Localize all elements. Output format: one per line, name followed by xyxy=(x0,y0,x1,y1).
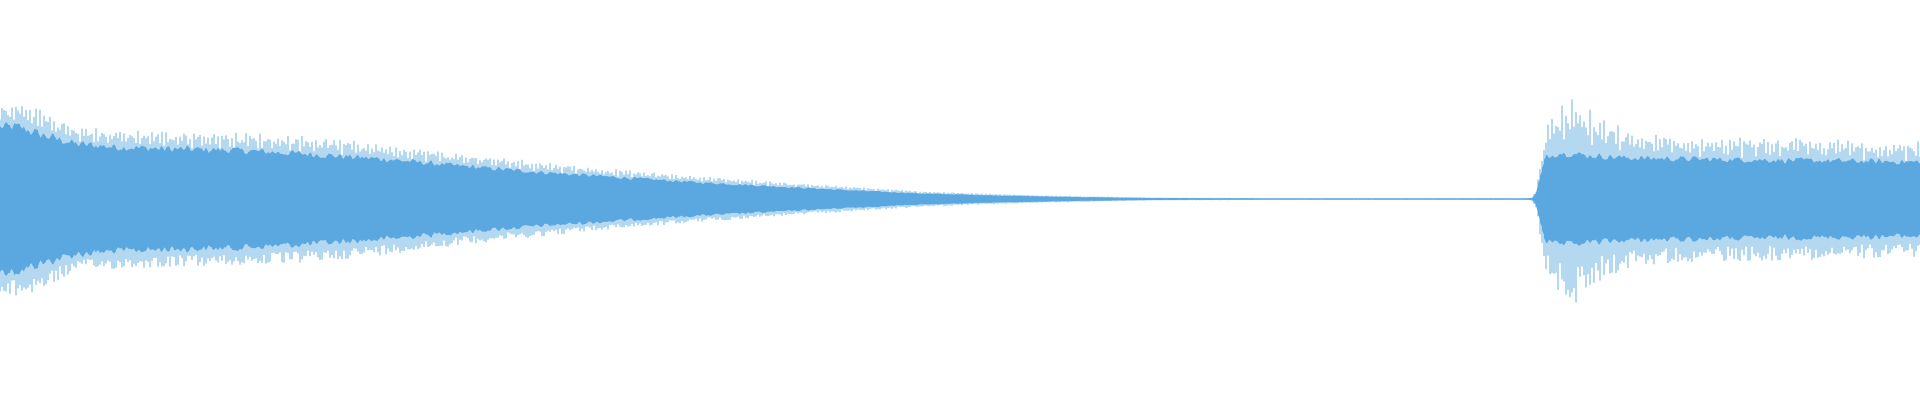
waveform-series xyxy=(0,99,1920,303)
waveform-peaks xyxy=(0,99,1920,303)
